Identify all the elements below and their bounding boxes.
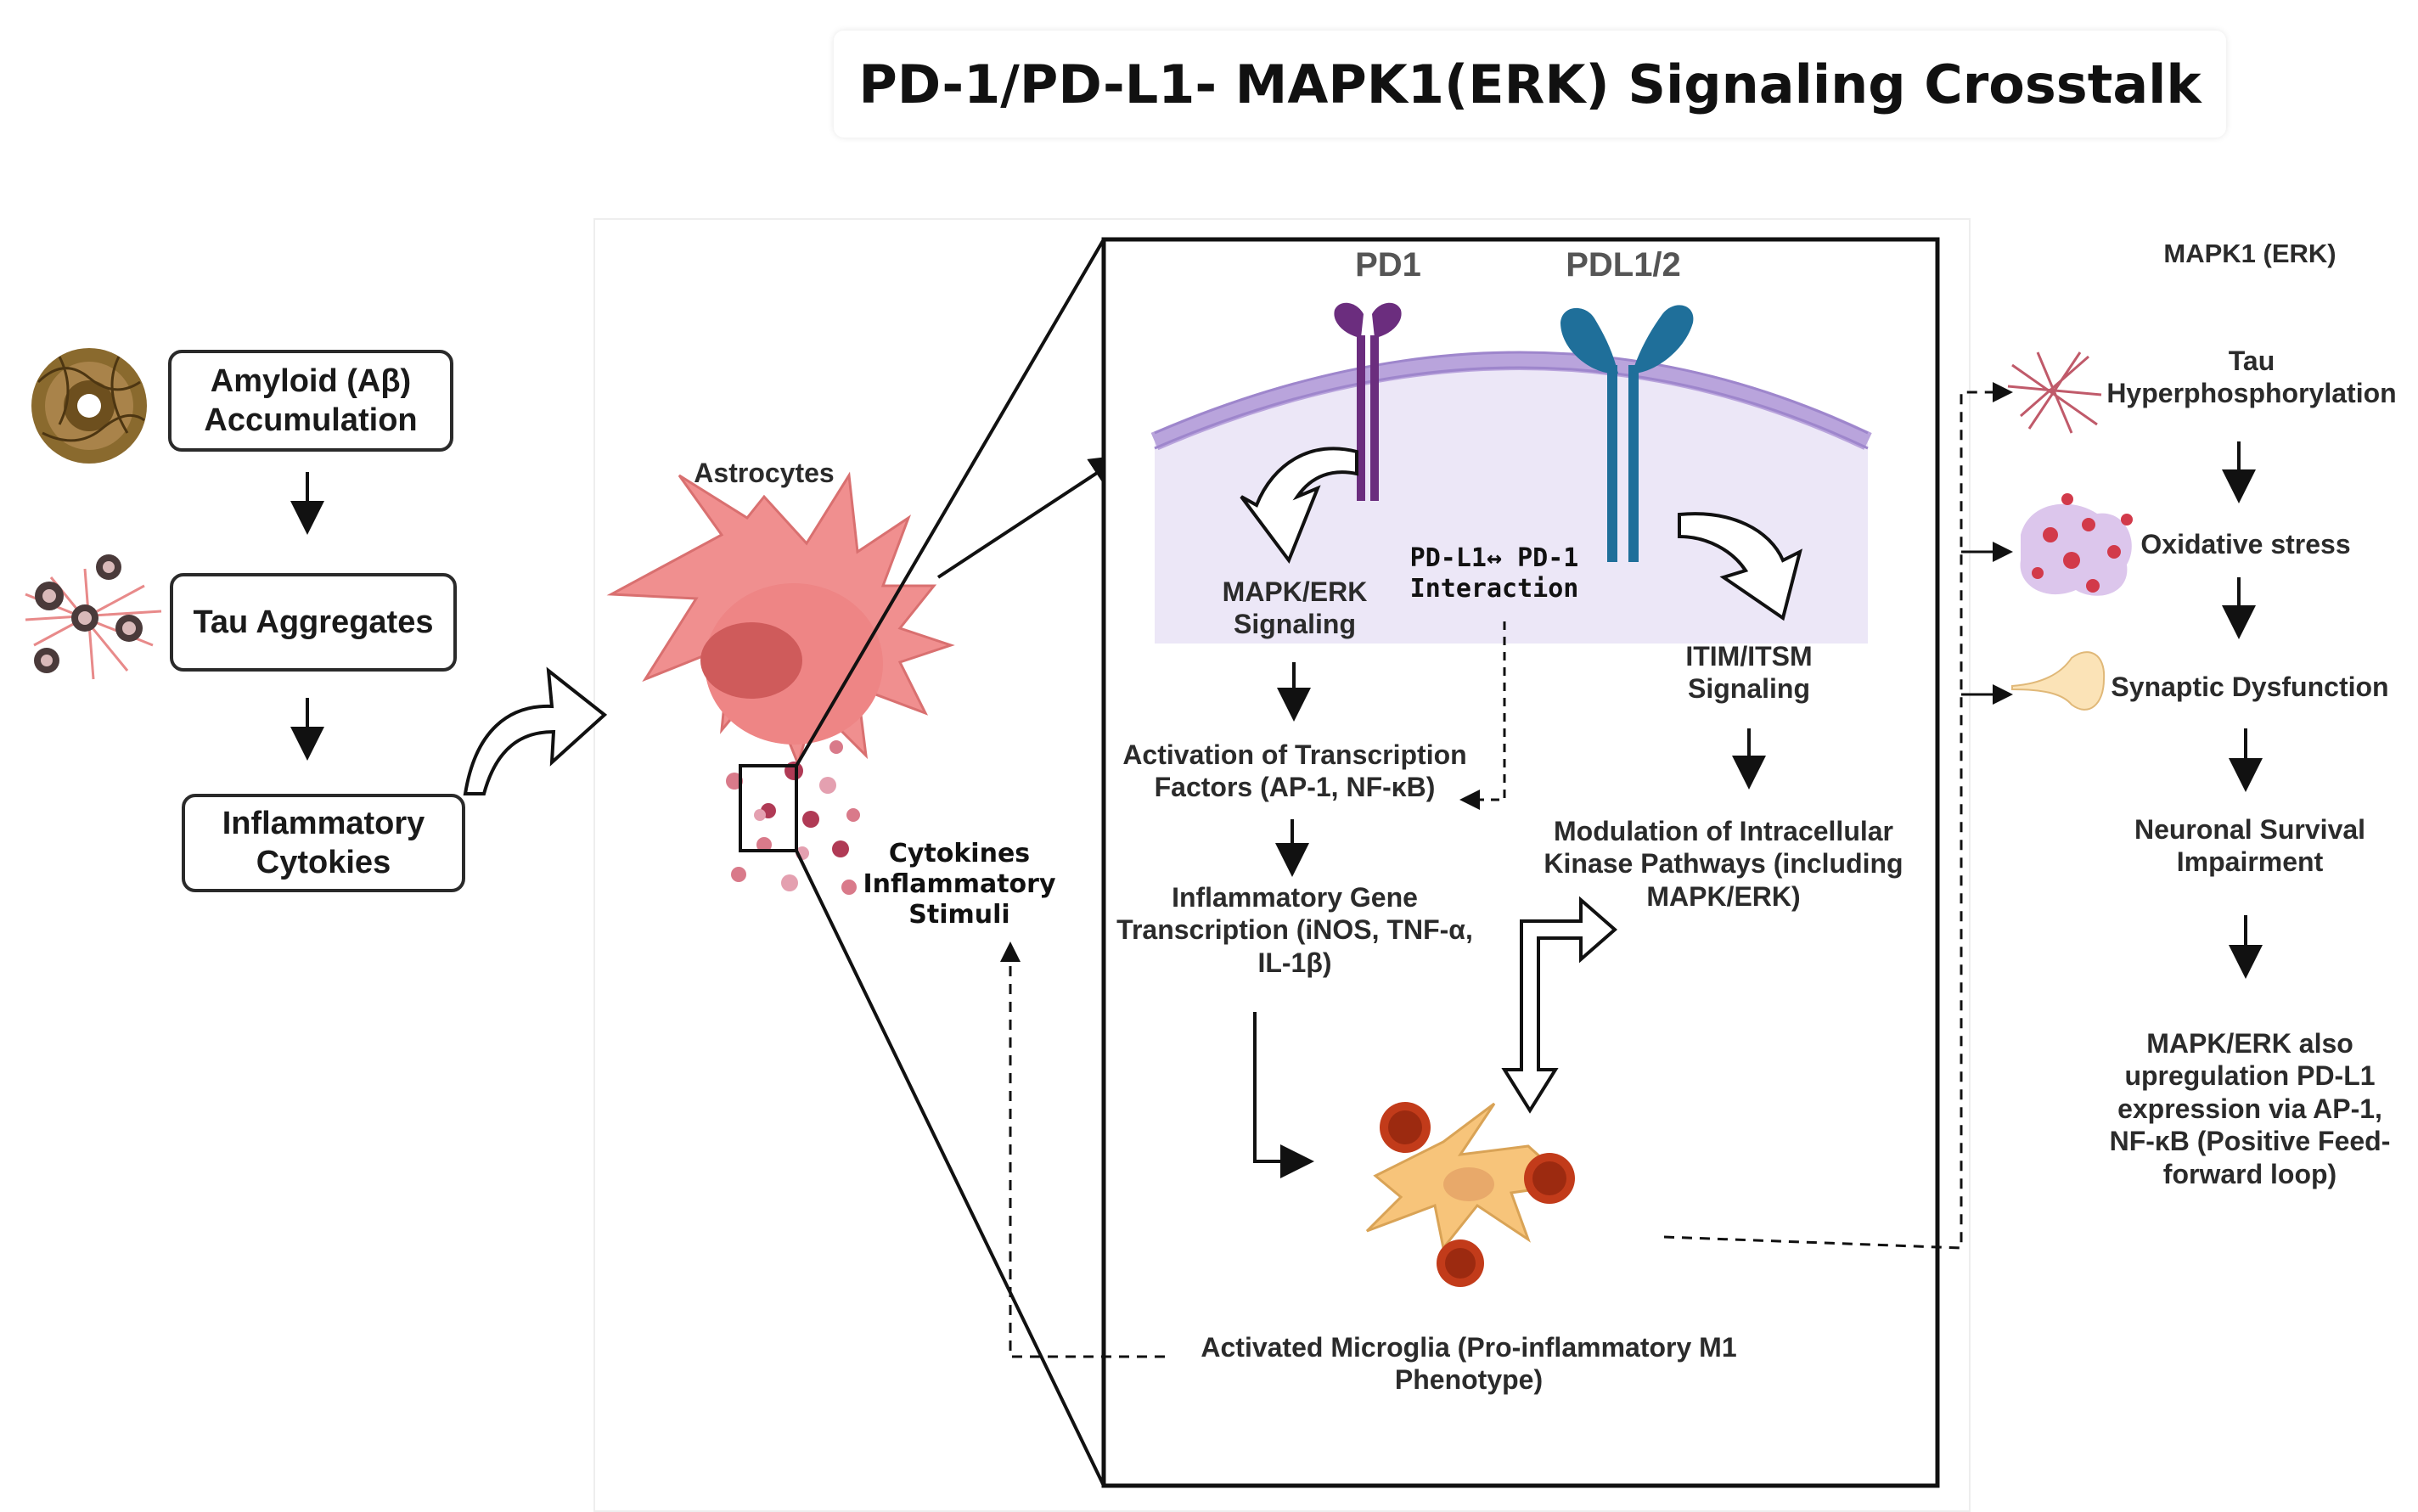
- dashed-interaction-to-tf: [1459, 621, 1506, 810]
- mapk1-erk-header: MAPK1 (ERK): [2163, 239, 2336, 268]
- astrocytes-label: Astrocytes: [694, 458, 835, 488]
- amyloid-plaque-icon: [31, 348, 147, 464]
- arrow-gene-to-microglia: [1253, 1012, 1314, 1178]
- dashed-microglia-to-stimuli: [1000, 941, 1165, 1358]
- pdl1-label: PDL1/2: [1566, 246, 1681, 284]
- dashed-microglia-to-tau: [1663, 382, 2013, 1250]
- feedforward-loop-label: MAPK/ERK also upregulation PD-L1 express…: [2109, 1028, 2391, 1189]
- itim-itsm-signaling-label: ITIM/ITSM Signaling: [1685, 641, 1813, 705]
- astrocyte-cell-icon: [606, 471, 955, 768]
- tau-aggregates-icon: [25, 554, 162, 680]
- pdl1-receptor-icon: [1560, 305, 1694, 562]
- zoom-selection-box: [739, 764, 798, 852]
- cell-membrane: [1150, 351, 1872, 644]
- arrow-kinase-microglia: [1501, 896, 1618, 1114]
- synapse-icon: [2011, 651, 2106, 711]
- arrow-cytokines-to-astrocyte: [463, 666, 608, 795]
- diagram-title: PD-1/PD-L1- MAPK1(ERK) Signaling Crossta…: [858, 53, 2202, 115]
- inflammatory-cytokines-box: Inflammatory Cytokies: [182, 794, 465, 892]
- arrow-pd1-to-mapk: [1240, 447, 1358, 565]
- mapk-erk-signaling-label: MAPK/ERK Signaling: [1222, 576, 1368, 640]
- tau-hyperphosphorylation-label: Tau Hyperphosphorylation: [2106, 346, 2397, 409]
- tau-aggregates-box: Tau Aggregates: [170, 573, 457, 672]
- inflammatory-gene-label: Inflammatory Gene Transcription (iNOS, T…: [1116, 882, 1473, 978]
- tau-fibrils-icon: [2007, 351, 2102, 434]
- oxidative-stress-label: Oxidative stress: [2140, 529, 2351, 559]
- cytokines-stimuli-label: Cytokines Inflammatory Stimuli: [863, 839, 1056, 930]
- amyloid-box: Amyloid (Aβ) Accumulation: [168, 350, 453, 452]
- synaptic-dysfunction-label: Synaptic Dysfunction: [2111, 672, 2389, 702]
- pd1-label: PD1: [1355, 246, 1421, 284]
- neuronal-survival-label: Neuronal Survival Impairment: [2134, 814, 2366, 878]
- zoom-line-top: [795, 238, 1105, 767]
- pd1-receptor-icon: [1334, 302, 1402, 501]
- pd1-interaction-label: PD-L1↔ PD-1 Interaction: [1409, 543, 1579, 604]
- oxidative-cell-icon: [2020, 493, 2133, 596]
- center-frame: [593, 218, 1971, 1512]
- title-card: PD-1/PD-L1- MAPK1(ERK) Signaling Crossta…: [834, 31, 2226, 138]
- transcription-factors-label: Activation of Transcription Factors (AP-…: [1122, 739, 1467, 803]
- arrow-astrocyte-to-panel: [936, 454, 1125, 579]
- activated-microglia-label: Activated Microglia (Pro-inflammatory M1…: [1201, 1332, 1737, 1396]
- zoom-line-bottom: [795, 850, 1105, 1487]
- cytokine-particles: [726, 740, 860, 895]
- kinase-modulation-label: Modulation of Intracellular Kinase Pathw…: [1544, 816, 1903, 912]
- arrow-pdl1-to-itim: [1678, 512, 1803, 621]
- microglia-cell-icon: [1365, 1102, 1575, 1287]
